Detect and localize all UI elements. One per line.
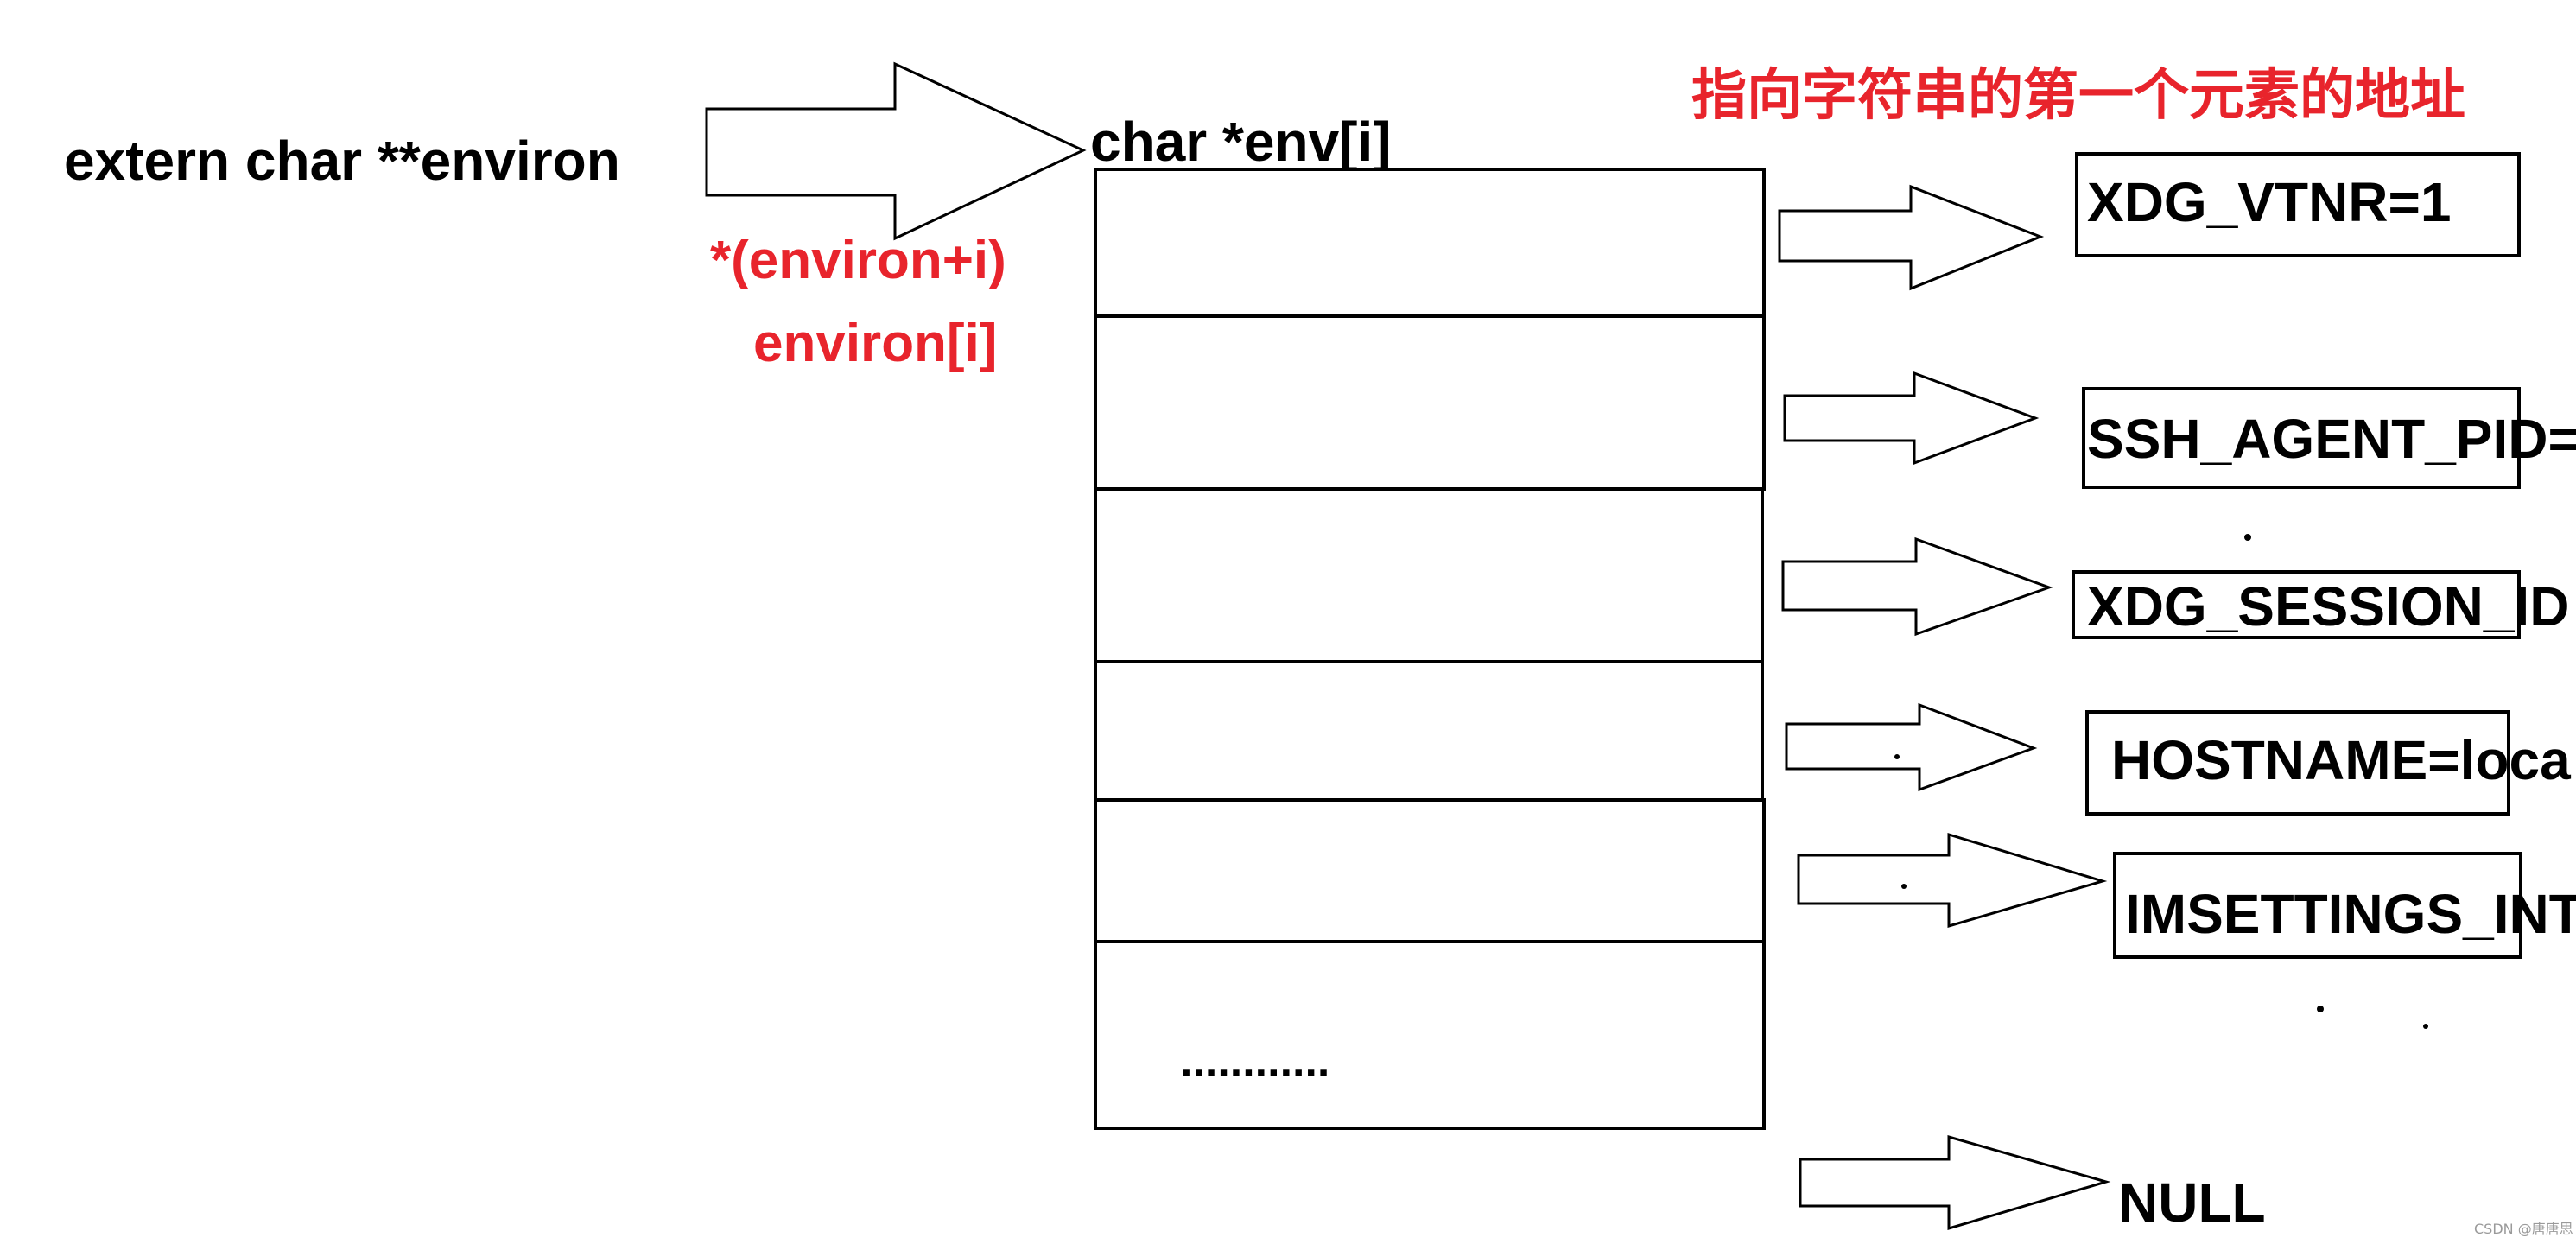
null-terminator: NULL [2118,1171,2266,1234]
env-string: XDG_VTNR=1 [2087,171,2451,233]
env-string: XDG_SESSION_ID [2087,575,2569,638]
array-cell [1094,487,1764,663]
pointer-arrow [1783,371,2040,466]
index-expression-subscript: environ[i] [753,314,997,373]
main-arrow [705,61,1087,241]
string-box [2075,152,2521,257]
array-cell [1094,314,1766,491]
watermark: CSDN @唐唐思 [2474,1221,2573,1237]
array-label: char *env[i] [1090,111,1392,173]
pointer-arrow [1781,536,2053,637]
string-box [2072,570,2521,639]
pointer-arrow [1778,184,2045,291]
stray-dot [2423,1024,2428,1029]
stray-dot [1901,884,1907,889]
pointer-arrow [1785,702,2038,792]
pointer-arrow [1797,832,2108,929]
string-box [2085,710,2510,816]
string-box [2082,387,2521,489]
env-string: IMSETTINGS_INT [2125,883,2576,945]
address-annotation: 指向字符串的第一个元素的地址 [1691,64,2465,128]
stray-dot [2244,534,2251,541]
pointer-declaration: extern char **environ [64,130,620,192]
pointer-array [1094,168,1766,1130]
string-box [2113,852,2522,959]
pointer-arrow [1799,1135,2111,1231]
env-string: HOSTNAME=loca [2111,729,2571,791]
stray-dot [2317,1006,2324,1012]
array-cell [1094,940,1766,1130]
stray-dot [1894,754,1900,759]
array-cell [1094,798,1766,943]
array-cell [1094,660,1764,802]
env-string: SSH_AGENT_PID= [2087,408,2576,470]
array-cell [1094,168,1766,318]
array-ellipsis: ............ [1180,1037,1329,1087]
index-expression-deref: *(environ+i) [710,231,1006,290]
